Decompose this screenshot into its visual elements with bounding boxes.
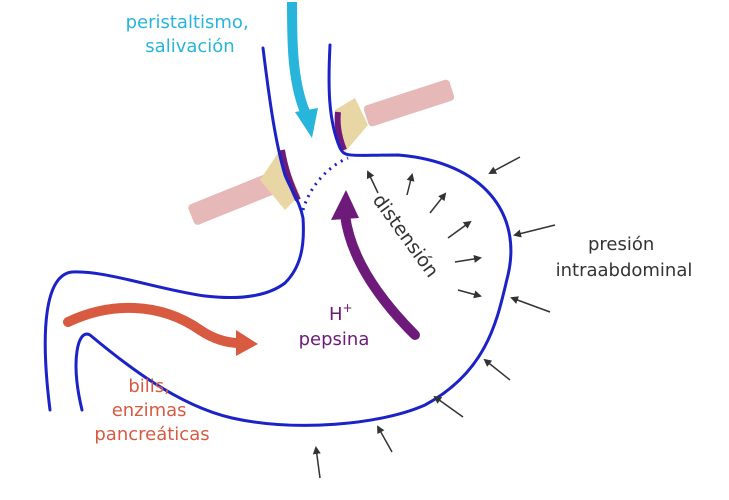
distension-arrow [457, 289, 482, 299]
bile-label-line1: bilis, [128, 376, 170, 397]
diaphragm-right [363, 79, 455, 127]
bile-arrow [63, 302, 258, 356]
acid-pepsin-arrow [331, 190, 420, 340]
bile-label-line3: pancreáticas [94, 424, 209, 445]
peristalsis-arrow [287, 1, 318, 138]
pressure-arrow [483, 358, 511, 381]
sphincter-pad-left [260, 150, 300, 210]
pressure-label-line1: presión [588, 234, 654, 255]
distension-arrow [447, 220, 472, 239]
pressure-arrow [433, 395, 464, 418]
h-ion-base: H [329, 304, 343, 325]
peristalsis-label-line1: peristaltismo, [126, 12, 249, 33]
pressure-arrow [510, 296, 551, 313]
pressure-arrow [377, 425, 393, 453]
pressure-arrow [312, 446, 321, 479]
stomach-outline [43, 43, 513, 427]
diaphragm-left [188, 173, 278, 225]
peristalsis-label-line2: salivación [145, 36, 234, 57]
distension-arrows [366, 170, 482, 299]
distension-arrow [454, 254, 482, 263]
pressure-label-line2: intraabdominal [556, 260, 693, 281]
sphincter-opening-dotted [301, 156, 349, 211]
distension-label: distensión [368, 190, 443, 282]
distension-arrow [429, 192, 447, 214]
bile-label-line2: enzimas [112, 400, 187, 421]
pressure-arrow [488, 156, 521, 174]
bile-label: bilis, enzimas pancreáticas [94, 376, 209, 445]
h-ion-sup: + [343, 301, 353, 315]
distension-arrow [366, 170, 379, 194]
peristalsis-label: peristaltismo, salivación [126, 12, 255, 57]
distension-arrow [406, 173, 415, 196]
pepsin-label: pepsina [299, 329, 370, 350]
pressure-label: presión intraabdominal [556, 234, 693, 281]
sphincter-arc-right [334, 111, 347, 152]
pressure-arrow [513, 224, 556, 238]
pressure-arrows [312, 156, 556, 479]
h-ion-label: H+ [329, 301, 353, 325]
